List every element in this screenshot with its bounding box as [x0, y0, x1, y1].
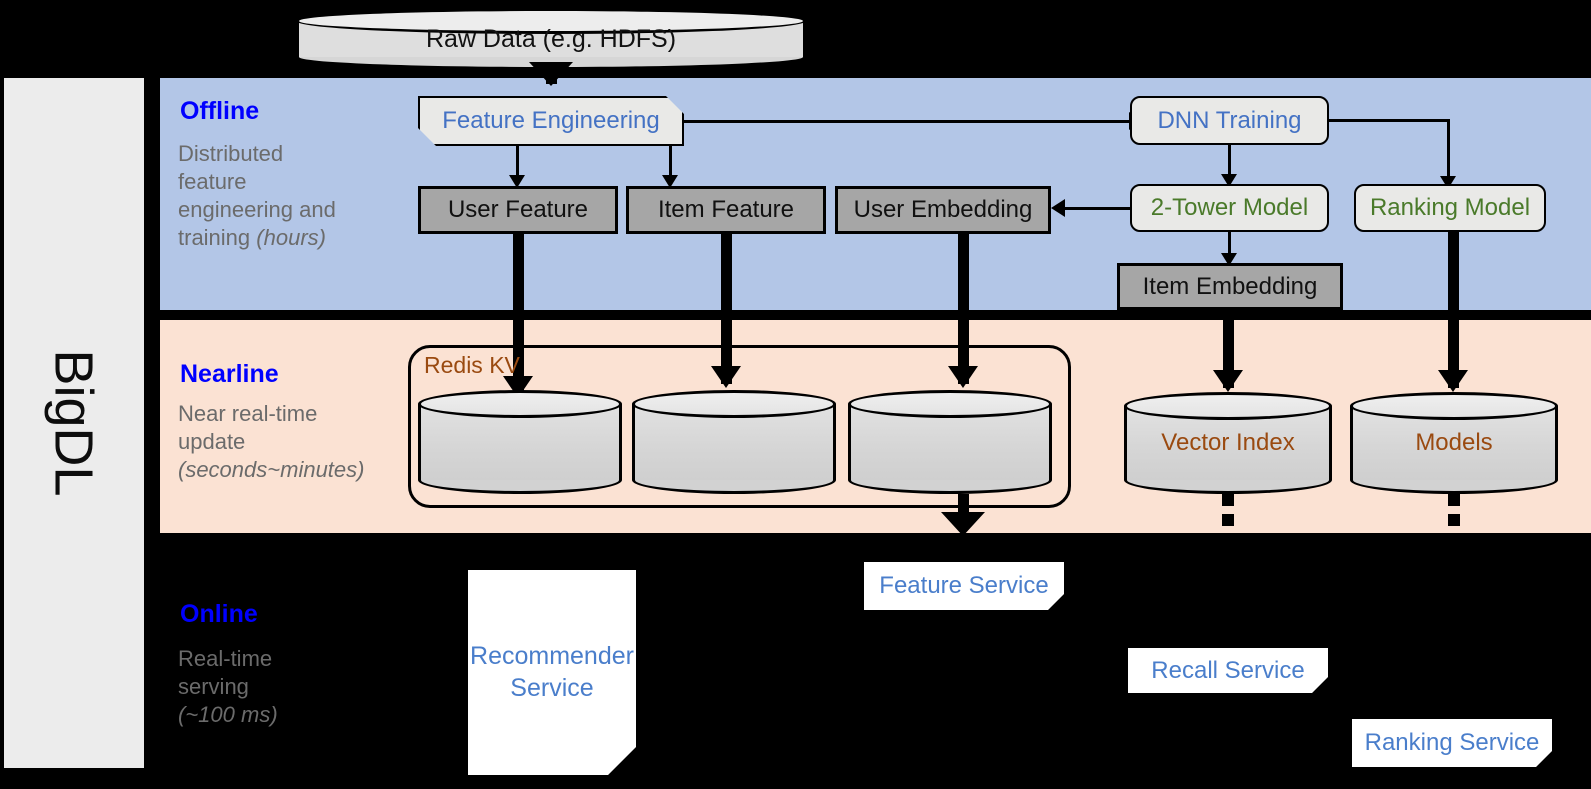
ranking-service-label: Ranking Service — [1364, 729, 1540, 756]
feature-service-label: Feature Service — [879, 572, 1049, 599]
store-user-feature-kv[interactable] — [418, 390, 622, 494]
connector-twotower-to-itemembedding — [1228, 232, 1231, 260]
connector-fe-to-itemfeature — [669, 146, 672, 178]
stage-title-online: Online — [180, 600, 258, 628]
cylinder-top — [848, 390, 1052, 418]
user-feature-label: User Feature — [447, 196, 589, 223]
nearline-desc-line1: Near real-time — [178, 401, 318, 426]
store-user-embedding-kv[interactable] — [848, 390, 1052, 494]
connector-twotower-to-userembedding — [1064, 207, 1130, 210]
service-recommender[interactable]: Recommender Service — [468, 570, 636, 775]
raw-data-cylinder-top — [296, 8, 806, 34]
arrowhead-fe-to-userfeature — [509, 175, 525, 188]
connector-dnn-to-twotower — [1228, 145, 1231, 179]
store-models[interactable]: Models — [1350, 392, 1558, 494]
cylinder-body — [848, 404, 1052, 480]
store-item-feature-kv[interactable] — [632, 390, 836, 494]
bigdl-label: BigDL — [4, 78, 144, 768]
arrowhead-redis-to-featureservice — [941, 512, 985, 536]
arrowhead-userembedding-to-redis — [948, 366, 978, 388]
item-embedding-label: Item Embedding — [1142, 272, 1318, 300]
connector-fe-to-dnn — [684, 120, 1130, 123]
node-two-tower-model[interactable]: 2-Tower Model — [1130, 184, 1329, 232]
nearline-desc-line2: update — [178, 429, 246, 455]
ranking-model-label: Ranking Model — [1369, 194, 1531, 221]
dash-vectorindex-2 — [1222, 514, 1234, 526]
cylinder-top — [632, 390, 836, 418]
arrowhead-twotower-to-itemembedding — [1221, 253, 1237, 266]
redis-kv-label: Redis KV — [424, 352, 520, 378]
bigdl-label-text: BigDL — [44, 349, 105, 497]
recommender-service-line1: Recommender — [470, 642, 634, 671]
stage-title-offline: Offline — [180, 97, 260, 125]
node-item-embedding[interactable]: Item Embedding — [1117, 263, 1343, 310]
online-desc-line1: Real-time — [178, 646, 273, 671]
recommender-service-line2: Service — [510, 673, 594, 702]
cylinder-top — [1350, 392, 1558, 420]
offline-desc-line3: engineering and — [178, 197, 336, 223]
connector-dnn-to-ranking-h — [1329, 119, 1449, 122]
models-label: Models — [1415, 429, 1493, 456]
node-feature-engineering[interactable]: Feature Engineering — [418, 96, 684, 146]
cylinder-top — [1124, 392, 1332, 420]
arrowhead-twotower-to-userembedding — [1051, 199, 1065, 217]
pipe-userembedding-to-redis — [958, 234, 969, 384]
dash-models-2 — [1448, 514, 1460, 526]
connector-fe-to-userfeature — [516, 146, 519, 178]
online-latency: (~100 ms) — [178, 702, 278, 728]
user-embedding-label: User Embedding — [853, 196, 1033, 223]
arrowhead-itemembedding-to-vectorindex — [1213, 370, 1243, 392]
bigdl-framework-rail: BigDL — [4, 78, 144, 768]
arrowhead-dnn-to-twotower — [1221, 174, 1237, 187]
redis-kv-group — [408, 345, 1071, 508]
dash-models-1 — [1448, 494, 1460, 506]
pipe-rankingmodel-to-models — [1448, 232, 1459, 388]
dnn-training-label: DNN Training — [1157, 106, 1302, 134]
connector-dnn-to-ranking-v — [1447, 119, 1450, 181]
offline-latency: (hours) — [256, 225, 326, 251]
two-tower-model-label: 2-Tower Model — [1150, 194, 1309, 221]
online-desc-line2: serving — [178, 674, 249, 700]
node-user-feature[interactable]: User Feature — [418, 186, 618, 234]
stage-description-online: Real-time serving (~100 ms) — [178, 645, 418, 729]
vector-index-label: Vector Index — [1161, 429, 1295, 456]
arrowhead-fe-to-itemfeature — [662, 175, 678, 188]
stage-description-offline: Distributed feature engineering and trai… — [178, 140, 408, 253]
pipe-redis-to-featureservice — [958, 494, 969, 520]
offline-desc-line4: training — [178, 225, 257, 251]
pipe-itemembedding-to-vectorindex — [1223, 310, 1234, 388]
raw-data-store: Raw Data (e.g. HDFS) — [296, 8, 806, 70]
item-feature-label: Item Feature — [657, 196, 795, 223]
cylinder-top — [418, 390, 622, 418]
node-dnn-training[interactable]: DNN Training — [1130, 96, 1329, 145]
arrowhead-rankingmodel-to-models — [1438, 370, 1468, 392]
nearline-latency: (seconds~minutes) — [178, 457, 365, 483]
service-ranking[interactable]: Ranking Service — [1352, 719, 1552, 767]
cylinder-body — [418, 404, 622, 480]
dash-vectorindex-1 — [1222, 494, 1234, 506]
arrowhead-itemfeature-to-redis — [711, 366, 741, 388]
service-recall[interactable]: Recall Service — [1128, 648, 1328, 693]
stage-description-nearline: Near real-time update (seconds~minutes) — [178, 400, 418, 484]
raw-data-label: Raw Data (e.g. HDFS) — [425, 24, 677, 53]
arrowhead-rawdata-to-fe — [529, 62, 573, 86]
recall-service-label: Recall Service — [1151, 656, 1305, 684]
node-ranking-model[interactable]: Ranking Model — [1354, 184, 1546, 232]
store-vector-index[interactable]: Vector Index — [1124, 392, 1332, 494]
feature-engineering-label: Feature Engineering — [442, 107, 660, 134]
pipe-userfeature-to-redis — [513, 234, 524, 394]
stage-title-nearline: Nearline — [180, 360, 279, 388]
offline-desc-line1: Distributed — [178, 141, 284, 166]
node-user-embedding[interactable]: User Embedding — [835, 186, 1051, 234]
service-feature[interactable]: Feature Service — [864, 562, 1064, 610]
offline-desc-line2: feature — [178, 169, 247, 195]
node-item-feature[interactable]: Item Feature — [626, 186, 826, 234]
pipe-itemfeature-to-redis — [721, 234, 732, 384]
